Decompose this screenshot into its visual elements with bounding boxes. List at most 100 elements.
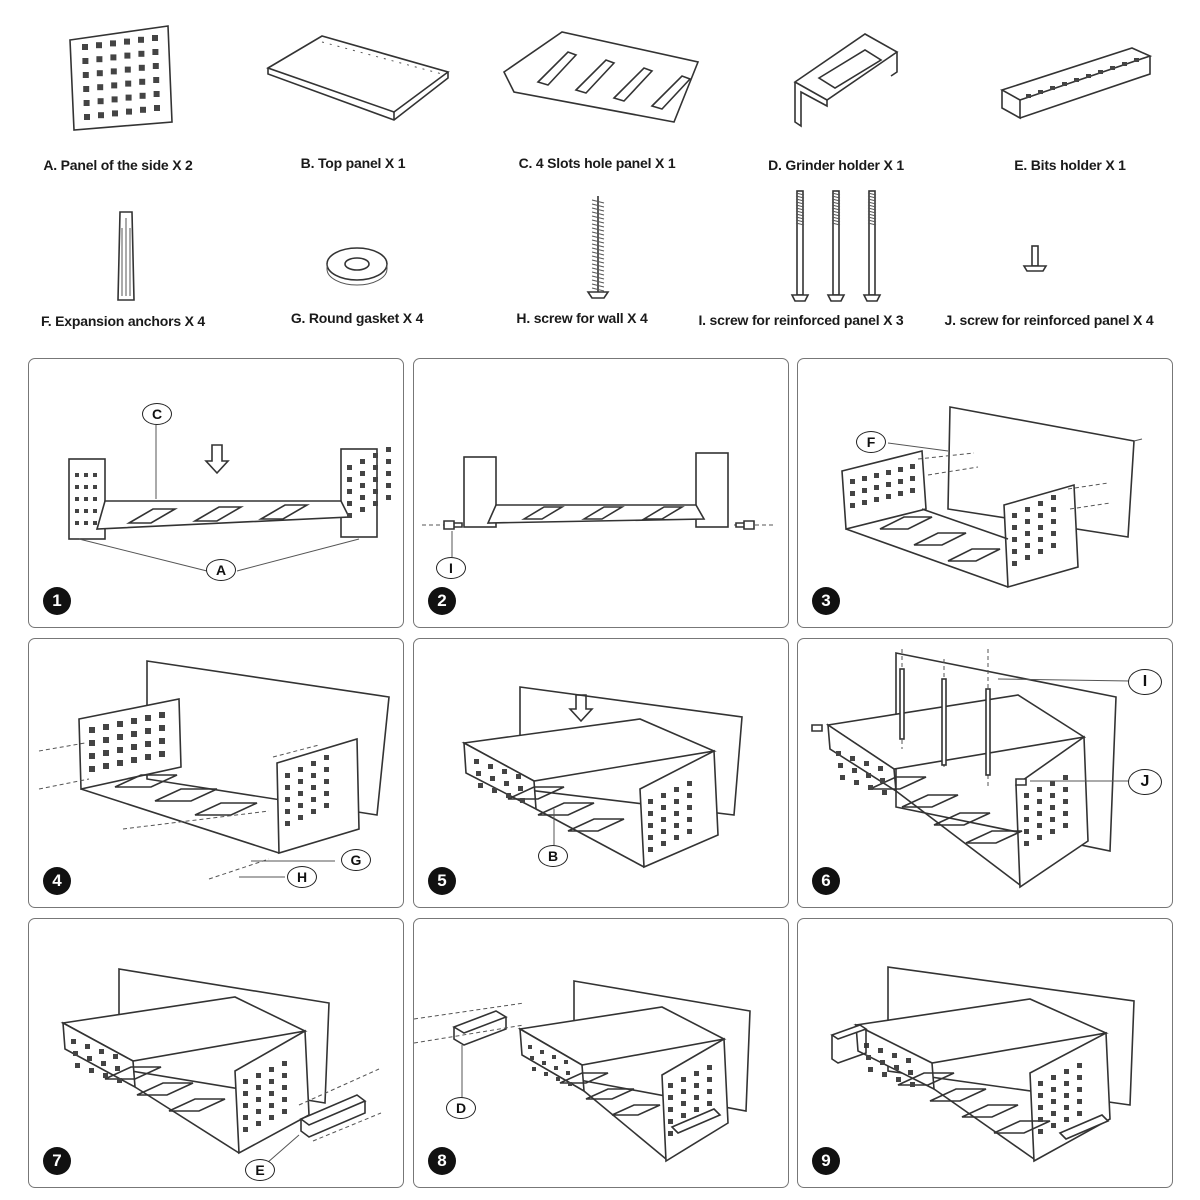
- panel-hole: [84, 509, 88, 513]
- panel-hole: [520, 798, 525, 803]
- panel-hole: [661, 829, 666, 834]
- panel-hole: [1026, 94, 1031, 98]
- step-number: 2: [428, 587, 456, 615]
- panel-hole: [1064, 1081, 1069, 1086]
- panel-hole: [256, 1109, 261, 1114]
- panel-hole: [311, 785, 316, 790]
- panel-hole: [898, 467, 903, 472]
- long-screw-icon: [790, 190, 882, 302]
- panel-hole: [97, 98, 104, 105]
- panel-hole: [360, 459, 365, 464]
- panel-hole: [896, 1077, 901, 1082]
- panel-hole: [1037, 823, 1042, 828]
- panel-hole: [674, 799, 679, 804]
- panel-hole: [1038, 1081, 1043, 1086]
- panel-hole: [862, 500, 867, 505]
- part-label: D. Grinder holder X 1: [768, 157, 904, 173]
- step-6-illustration: [811, 649, 1131, 889]
- panel-hole: [139, 78, 146, 85]
- callout-g: G: [341, 849, 371, 871]
- part-e: E. Bits holder X 1: [960, 0, 1200, 180]
- panel-hole: [73, 1051, 78, 1056]
- panel-hole: [850, 503, 855, 508]
- screw-thread: [591, 279, 605, 284]
- panel-hole: [1050, 817, 1055, 822]
- panel-hole: [1077, 1075, 1082, 1080]
- panel-hole: [866, 1055, 871, 1060]
- step-7: E 7: [28, 918, 404, 1188]
- step-2-illustration: [422, 452, 774, 557]
- screw-thread: [867, 195, 877, 199]
- panel-hole: [1077, 1111, 1082, 1116]
- callout-a: A: [206, 559, 236, 581]
- panel-hole: [1037, 787, 1042, 792]
- panel-hole: [138, 50, 145, 57]
- step-8: D 8: [413, 918, 789, 1188]
- panel-hole: [840, 775, 845, 780]
- panel-hole: [93, 521, 97, 525]
- panel-hole: [648, 823, 653, 828]
- panel-hole: [152, 49, 159, 55]
- panel-hole: [256, 1121, 261, 1126]
- panel-hole: [386, 471, 391, 476]
- panel-hole: [103, 724, 109, 730]
- panel-hole: [648, 799, 653, 804]
- step-number: 7: [43, 1147, 71, 1175]
- panel-hole: [1025, 507, 1030, 512]
- panel-hole: [256, 1097, 261, 1102]
- panel-hole: [850, 491, 855, 496]
- panel-hole: [110, 54, 117, 61]
- panel-hole: [1038, 525, 1043, 530]
- step-number: 3: [812, 587, 840, 615]
- panel-hole: [324, 803, 329, 808]
- panel-hole: [488, 764, 493, 769]
- panel-hole: [138, 64, 145, 71]
- panel-hole: [648, 835, 653, 840]
- slots-panel-icon: [502, 31, 700, 123]
- step-5: B 5: [413, 638, 789, 908]
- callout-d: D: [446, 1097, 476, 1119]
- panel-hole: [84, 497, 88, 501]
- panel-hole: [687, 829, 692, 834]
- panel-hole: [1012, 513, 1017, 518]
- panel-hole: [1098, 70, 1103, 74]
- parts-list: A. Panel of the side X 2 B. Top panel X …: [0, 0, 1200, 350]
- panel-hole: [668, 1119, 673, 1124]
- step-6: I J 6: [797, 638, 1173, 908]
- panel-hole: [1063, 787, 1068, 792]
- panel-hole: [269, 1067, 274, 1072]
- panel-hole: [256, 1085, 261, 1090]
- part-label: I. screw for reinforced panel X 3: [698, 312, 904, 328]
- screw-thread: [867, 201, 877, 205]
- panel-hole: [124, 52, 131, 59]
- panel-hole: [153, 77, 160, 83]
- panel-hole: [552, 1055, 556, 1059]
- panel-hole: [93, 497, 97, 501]
- panel-hole: [111, 96, 118, 103]
- panel-hole: [131, 757, 137, 763]
- panel-hole: [648, 811, 653, 816]
- panel-hole: [1024, 805, 1029, 810]
- panel-hole: [568, 1082, 572, 1086]
- panel-hole: [681, 1089, 686, 1094]
- panel-hole: [506, 793, 511, 798]
- panel-hole: [117, 760, 123, 766]
- panel-hole: [707, 1101, 712, 1106]
- panel-hole: [556, 1077, 560, 1081]
- part-c: C. 4 Slots hole panel X 1: [480, 0, 720, 180]
- panel-hole: [386, 483, 391, 488]
- panel-hole: [347, 513, 352, 518]
- panel-hole: [687, 793, 692, 798]
- panel-hole: [269, 1103, 274, 1108]
- panel-hole: [862, 476, 867, 481]
- panel-hole: [124, 38, 130, 45]
- panel-hole: [687, 817, 692, 822]
- round-gasket-icon: [326, 247, 388, 286]
- part-d: D. Grinder holder X 1: [720, 0, 960, 180]
- panel-hole: [138, 36, 144, 43]
- panel-hole: [868, 1067, 873, 1072]
- panel-hole: [282, 1073, 287, 1078]
- panel-hole: [1025, 531, 1030, 536]
- panel-hole: [906, 1058, 911, 1063]
- panel-hole: [111, 82, 118, 89]
